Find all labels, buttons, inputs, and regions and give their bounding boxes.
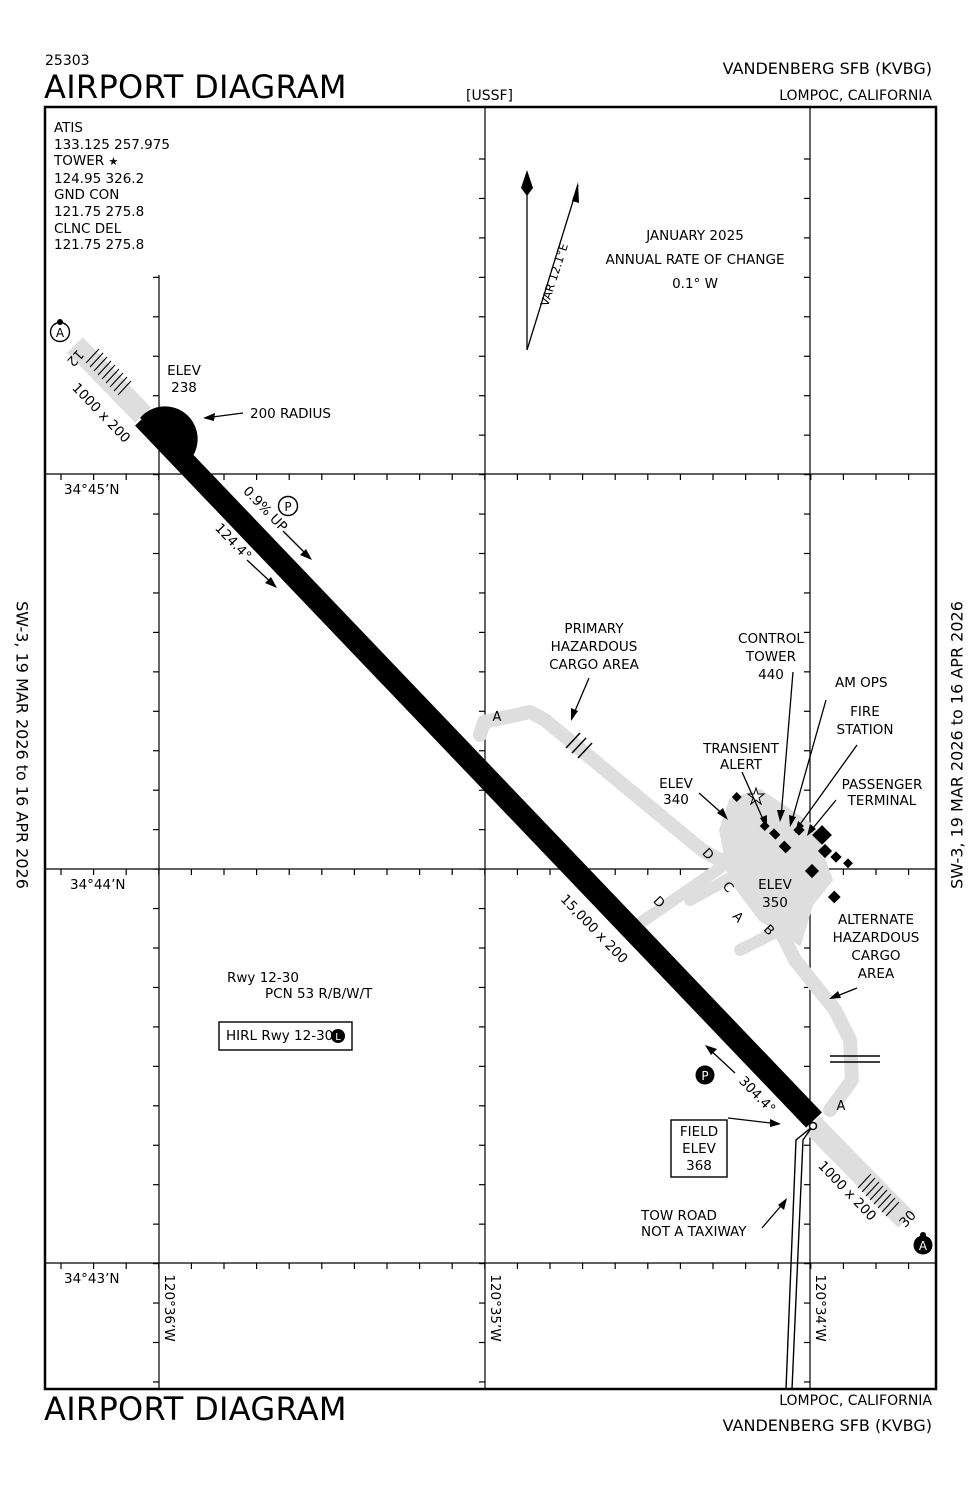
taxiway-pavement — [67, 337, 914, 1228]
elev-12-value: 238 — [171, 380, 197, 396]
mag-variation: VAR 12.1°E — [537, 242, 570, 308]
control-tower-label: CONTROL TOWER 440 — [738, 631, 804, 683]
runway-designation: Rwy 12-30 — [227, 970, 299, 986]
mag-date: JANUARY 2025 — [646, 228, 744, 244]
arrow-heads — [203, 413, 841, 1210]
lat-lon-grid — [45, 107, 936, 1389]
runway-30-markings — [857, 1173, 900, 1217]
arrest-letter-30: A — [919, 1239, 928, 1253]
magnetic-info: JANUARY 2025 ANNUAL RATE OF CHANGE 0.1° … — [580, 224, 810, 296]
lon-35-label: 120°35’W — [487, 1274, 503, 1341]
mag-rate-value: 0.1° W — [672, 276, 718, 292]
fire-station-label: FIRE STATION — [836, 704, 894, 738]
hirl-box — [218, 1021, 353, 1051]
taxiway-a-west-label: A — [493, 710, 502, 725]
primary-cargo-label: PRIMARY HAZARDOUS CARGO AREA — [549, 621, 639, 673]
footer-location: LOMPOC, CALIFORNIA — [779, 1393, 932, 1409]
tower-frequency: 124.95 326.2 — [54, 170, 145, 187]
turnaround-radius: 200 RADIUS — [250, 406, 331, 422]
parking-icon-12 — [277, 495, 299, 517]
lon-36-label: 120°36’W — [161, 1274, 177, 1341]
elev-350-label: ELEV 350 — [758, 877, 792, 911]
field-elevation-label: FIELD ELEV 368 — [679, 1124, 719, 1174]
transient-alert-star-icon — [746, 786, 766, 806]
gnd-frequency: 121.75 275.8 — [54, 203, 145, 220]
operator-label: [USSF] — [466, 88, 513, 104]
main-apron — [719, 789, 833, 946]
hirl-label: HIRL Rwy 12-30 — [226, 1028, 334, 1044]
airport-location: LOMPOC, CALIFORNIA — [779, 88, 932, 104]
tower-row: TOWER ★ — [54, 153, 170, 171]
arresting-gear-icon-30 — [913, 1232, 933, 1255]
procedure-number: 25303 — [45, 53, 90, 69]
gnd-label: GND CON — [54, 187, 120, 204]
taxiway-a-east-label: A — [837, 1099, 846, 1114]
grid-ticks — [60, 158, 910, 1383]
parking-letter-30: P — [701, 1069, 708, 1083]
airport-name: VANDENBERG SFB (KVBG) — [722, 59, 932, 78]
field-elev-box — [670, 1119, 728, 1178]
elev-12-label: ELEV — [167, 363, 201, 379]
runway-12-elevation: ELEV 238 — [160, 363, 208, 397]
arresting-gear-icon-12 — [49, 319, 71, 343]
buildings — [731, 792, 853, 904]
clnc-label: CLNC DEL — [54, 220, 122, 237]
parking-icon-30 — [695, 1065, 715, 1085]
frequency-block: ATIS 133.125 257.975 TOWER ★ 124.95 326.… — [54, 120, 170, 254]
overrun-30 — [804, 1116, 914, 1228]
elev-340-label: ELEV 340 — [659, 776, 693, 808]
tow-road-label: TOW ROAD NOT A TAXIWAY — [641, 1208, 747, 1240]
runway-pcn: PCN 53 R/B/W/T — [265, 986, 373, 1002]
alternate-cargo-label: ALTERNATE HAZARDOUS CARGO AREA — [832, 912, 920, 982]
field-elev-point — [808, 1121, 818, 1131]
lighting-letter: L — [335, 1032, 341, 1043]
lat-44-label: 34°44’N — [70, 877, 126, 893]
taxiway-a-apron-label: A — [729, 909, 746, 926]
atis-label: ATIS — [54, 120, 83, 136]
runway-12-markings — [85, 348, 132, 396]
tow-road — [785, 1126, 813, 1390]
am-ops-label: AM OPS — [835, 675, 888, 691]
north-arrow-icon — [521, 170, 579, 351]
primary-cargo-area-icon — [565, 732, 593, 759]
parking-letter-12: P — [284, 500, 291, 514]
page-title: AIRPORT DIAGRAM — [44, 68, 347, 106]
footer-airport-name: VANDENBERG SFB (KVBG) — [722, 1416, 932, 1435]
lat-45-label: 34°45’N — [64, 482, 120, 498]
tower-label: TOWER — [54, 153, 105, 170]
footer-title: AIRPORT DIAGRAM — [44, 1390, 347, 1428]
passenger-terminal-label: PASSENGER TERMINAL — [841, 777, 923, 809]
lighting-icon — [331, 1029, 345, 1043]
star-icon: ★ — [108, 155, 119, 169]
clnc-frequency: 121.75 275.8 — [54, 237, 145, 254]
diagram-frame — [43, 105, 938, 1391]
lat-43-label: 34°43’N — [64, 1271, 120, 1287]
runway-12-30 — [135, 410, 822, 1128]
arrest-letter-12: A — [56, 326, 65, 340]
alternate-cargo-area-icon — [830, 1055, 880, 1063]
lon-34-label: 120°34’W — [812, 1274, 828, 1341]
transient-alert-label: TRANSIENT ALERT — [703, 741, 779, 773]
atis-frequency: 133.125 257.975 — [54, 136, 170, 153]
mag-rate-label: ANNUAL RATE OF CHANGE — [605, 252, 785, 268]
